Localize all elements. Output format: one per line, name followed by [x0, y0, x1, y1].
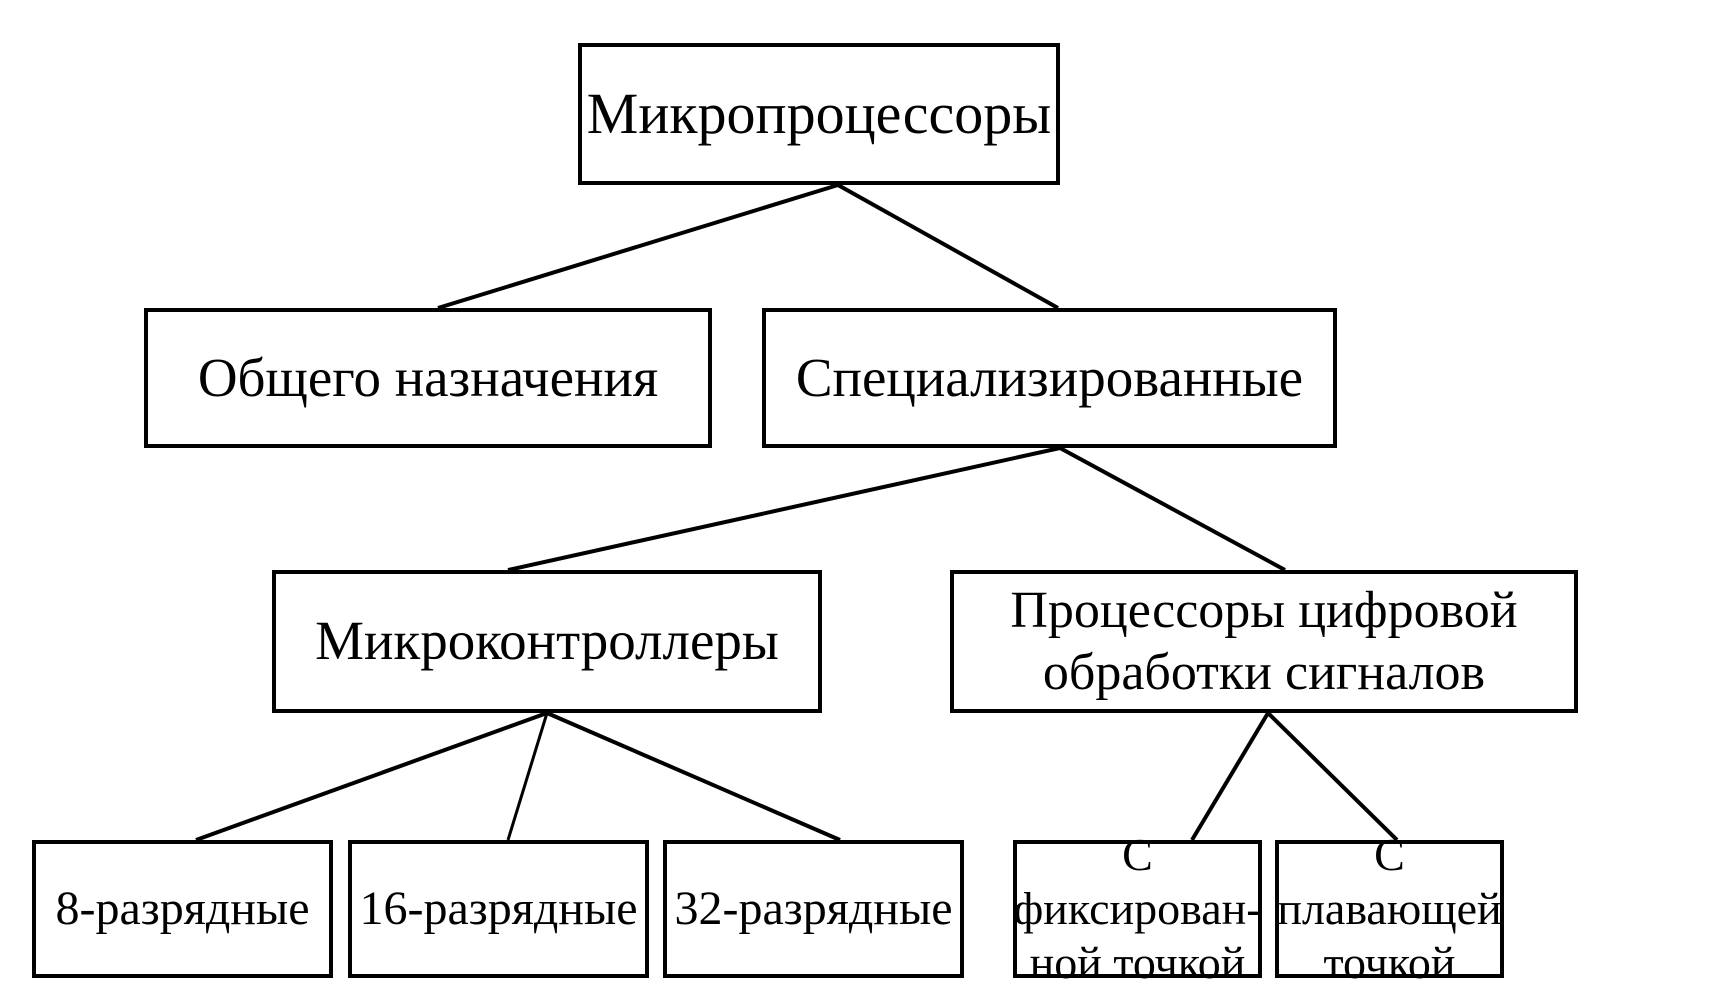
node-label: 8-разрядные: [55, 881, 310, 935]
edge-mcu-to-b32: [546, 711, 841, 842]
node-microcontrollers[interactable]: Микроконтроллеры: [272, 570, 822, 713]
node-digital-signal-processors[interactable]: Процессоры цифровой обработки сигналов: [950, 570, 1578, 713]
edge-special-to-dsp: [1059, 446, 1286, 572]
node-label: Процессоры цифровой обработки сигналов: [1010, 582, 1518, 701]
edge-mcu-to-b16: [506, 712, 549, 841]
edge-special-to-mcu: [507, 446, 1061, 572]
node-specialized[interactable]: Специализированные: [762, 308, 1337, 448]
node-label: Общего назначения: [197, 346, 659, 408]
node-32-bit[interactable]: 32-разрядные: [663, 840, 964, 978]
edge-root-to-special: [837, 183, 1059, 310]
node-floating-point[interactable]: С плавающей точкой: [1275, 829, 1504, 988]
node-label: Специализированные: [795, 346, 1304, 408]
node-label: Микропроцессоры: [586, 80, 1052, 146]
node-microprocessors[interactable]: Микропроцессоры: [578, 43, 1060, 185]
edge-dsp-to-float: [1266, 711, 1399, 842]
node-label: С плавающей точкой: [1277, 828, 1502, 989]
node-label: С фиксирован- ной точкой: [1013, 828, 1262, 989]
edge-root-to-general: [437, 183, 839, 310]
edge-dsp-to-fixed: [1190, 711, 1270, 842]
node-label: 16-разрядные: [359, 881, 638, 935]
node-16-bit[interactable]: 16-разрядные: [348, 840, 649, 978]
node-fixed-point[interactable]: С фиксирован- ной точкой: [1013, 829, 1262, 988]
node-label: 32-разрядные: [674, 881, 953, 935]
node-8-bit[interactable]: 8-разрядные: [32, 840, 333, 978]
edge-mcu-to-b8: [195, 711, 548, 842]
node-label: Микроконтроллеры: [315, 610, 779, 672]
node-general-purpose[interactable]: Общего назначения: [144, 308, 712, 448]
